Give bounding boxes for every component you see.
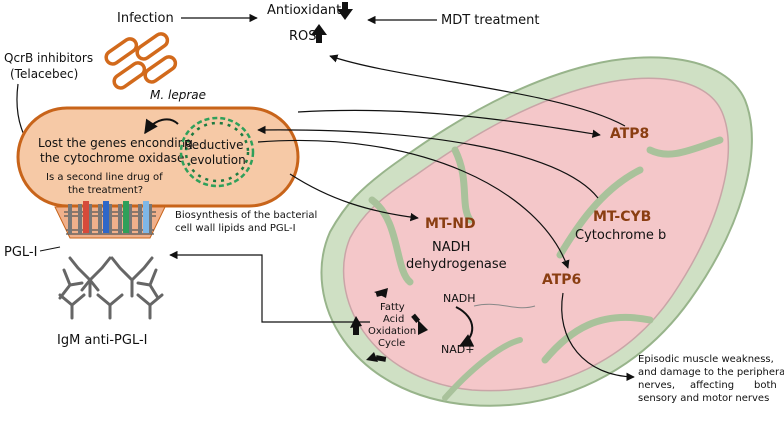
qcrb-label-line2: (Telacebec) [10, 67, 78, 81]
nadh-dehydrogenase-line1: NADH [432, 240, 470, 255]
reductive-line2: evolution [190, 153, 246, 167]
outcome-line1: Episodic muscle weakness, [638, 354, 774, 365]
fa-line3: Oxidation [368, 326, 416, 337]
outcome-line3b: affecting [690, 380, 734, 391]
arrow-atp8-ros [329, 54, 626, 127]
lost-genes-line2: the cytochrome oxidase [40, 151, 184, 165]
cycle-arrows-icon [350, 288, 428, 362]
outcome-line2: and damage to the peripheral [638, 367, 784, 378]
bacillus-icon [104, 32, 178, 90]
crista-3 [556, 166, 644, 259]
arrow-to-atp6 [257, 139, 570, 269]
outcome-line4: sensory and motor nerves [638, 393, 769, 404]
atp8-label: ATP8 [610, 126, 649, 142]
dna-ring-icon [179, 116, 255, 188]
pgl-label: PGL-I [4, 245, 37, 260]
qcrb-label-line1: QcrB inhibitors [4, 51, 93, 65]
bacterium-cell [16, 106, 300, 208]
igm-label: IgM anti-PGL-I [57, 333, 148, 348]
nadh-label: NADH [443, 292, 476, 305]
biosynthesis-line2: cell wall lipids and PGL-I [175, 223, 296, 234]
crista-4 [541, 313, 654, 364]
antibody-icon [58, 256, 164, 320]
nadh-connector [473, 303, 536, 309]
atp6-label: ATP6 [542, 272, 581, 288]
curved-arrow [144, 118, 179, 135]
cytochrome-b-label: Cytochrome b [575, 228, 666, 243]
nadh-nad-arrow [455, 306, 475, 347]
m-leprae-label: M. leprae [150, 88, 206, 102]
biosynthesis-line1: Biosynthesis of the bacterial [175, 210, 317, 221]
fa-line1: Fatty [380, 302, 405, 313]
nadh-dehydrogenase-line2: dehydrogenase [406, 257, 507, 272]
mt-nd-label: MT-ND [425, 216, 476, 232]
infection-label: Infection [117, 11, 174, 26]
mdt-treatment-label: MDT treatment [441, 13, 540, 28]
question-line1: Is a second line drug of [46, 172, 163, 183]
outcome-line3a: nerves, [638, 380, 675, 391]
reductive-line1: Reductive [184, 138, 244, 152]
crista-2 [451, 146, 474, 224]
mt-cyb-label: MT-CYB [593, 209, 651, 225]
cell-membrane [54, 201, 166, 239]
arrow-to-outcome [561, 292, 635, 382]
down-arrow-icon [337, 2, 353, 20]
crista-5 [646, 136, 724, 158]
question-line2: the treatment? [68, 185, 143, 196]
outcome-line3c: both [754, 380, 777, 391]
nadplus-label: NAD+ [441, 343, 474, 356]
pgl-connector [39, 246, 61, 252]
lost-genes-line1: Lost the genes enconding [38, 136, 193, 150]
arrow-to-mtnd [289, 173, 419, 222]
crista-6 [442, 337, 523, 401]
fa-line2: Acid [383, 314, 404, 325]
arrow-mtcyb [257, 125, 599, 199]
ros-label: ROS [289, 29, 317, 44]
antioxidant-label: Antioxidant [267, 3, 341, 18]
arrow-to-atp8 [297, 109, 601, 138]
crista-1 [368, 196, 414, 286]
up-arrow-icon [311, 24, 327, 43]
arrow-fa-to-igm [169, 250, 370, 323]
mitochondrion [320, 56, 753, 407]
fa-line4: Cycle [378, 338, 405, 349]
